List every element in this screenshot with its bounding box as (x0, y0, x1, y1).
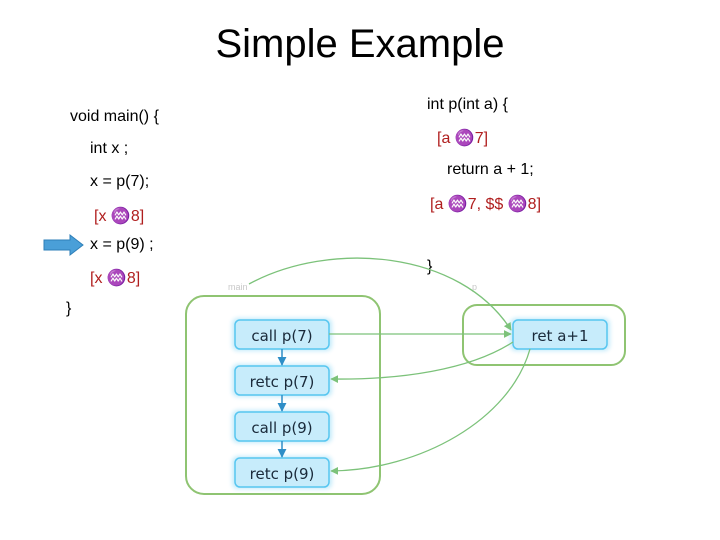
p-procedure-ghost-label: p (472, 282, 478, 292)
annotation-text: 8] (130, 208, 145, 225)
node-call-p9: call p(9) (234, 411, 330, 442)
p-procedure-container (462, 304, 626, 366)
mapsto-icon: ♒ (110, 208, 131, 225)
node-retc-p7: retc p(7) (234, 365, 330, 396)
p-annotation-2: [a ♒7, $$ ♒8] (430, 194, 541, 214)
node-call-p7: call p(7) (234, 319, 330, 350)
main-code-line-7: } (66, 300, 72, 317)
main-code-line-2: int x ; (90, 140, 129, 157)
mapsto-icon: ♒ (106, 270, 127, 287)
return-edge-p7 (330, 341, 514, 384)
annotation-text: 8] (527, 196, 542, 213)
mapsto-icon: ♒ (454, 130, 475, 147)
main-procedure-ghost-label: main (228, 282, 248, 292)
node-label: call p(7) (251, 327, 312, 345)
p-annotation-1: [a ♒7] (437, 128, 488, 148)
main-annotation-1: [x ♒8] (94, 206, 144, 226)
p-code-line-3: return a + 1; (447, 161, 534, 178)
main-annotation-2: [x ♒8] (90, 268, 140, 288)
node-label: retc p(9) (250, 465, 315, 483)
annotation-text: [a (437, 130, 455, 147)
p-code-line-1: int p(int a) { (427, 96, 508, 113)
node-retc-p9: retc p(9) (234, 457, 330, 488)
main-code-line-3: x = p(7); (90, 173, 150, 190)
annotation-text: [x (90, 270, 107, 287)
annotation-text: [x (94, 208, 111, 225)
current-line-arrow-icon (43, 233, 84, 257)
return-edge-p9 (330, 348, 531, 475)
node-label: call p(9) (251, 419, 312, 437)
slide-title: Simple Example (215, 22, 505, 66)
mapsto-icon: ♒ (447, 196, 468, 213)
annotation-text: 7, $$ (467, 196, 508, 213)
node-ret-a-plus-1: ret a+1 (512, 319, 608, 350)
main-code-line-5: x = p(9) ; (90, 236, 154, 253)
annotation-text: 8] (126, 270, 141, 287)
node-label: retc p(7) (250, 373, 315, 391)
main-code-line-1: void main() { (70, 108, 159, 125)
annotation-text: 7] (474, 130, 489, 147)
call-edge-p9 (248, 257, 512, 331)
annotation-text: [a (430, 196, 448, 213)
node-label: ret a+1 (531, 327, 588, 345)
mapsto-icon: ♒ (507, 196, 528, 213)
p-code-line-5: } (427, 258, 433, 275)
main-procedure-container (185, 295, 381, 495)
